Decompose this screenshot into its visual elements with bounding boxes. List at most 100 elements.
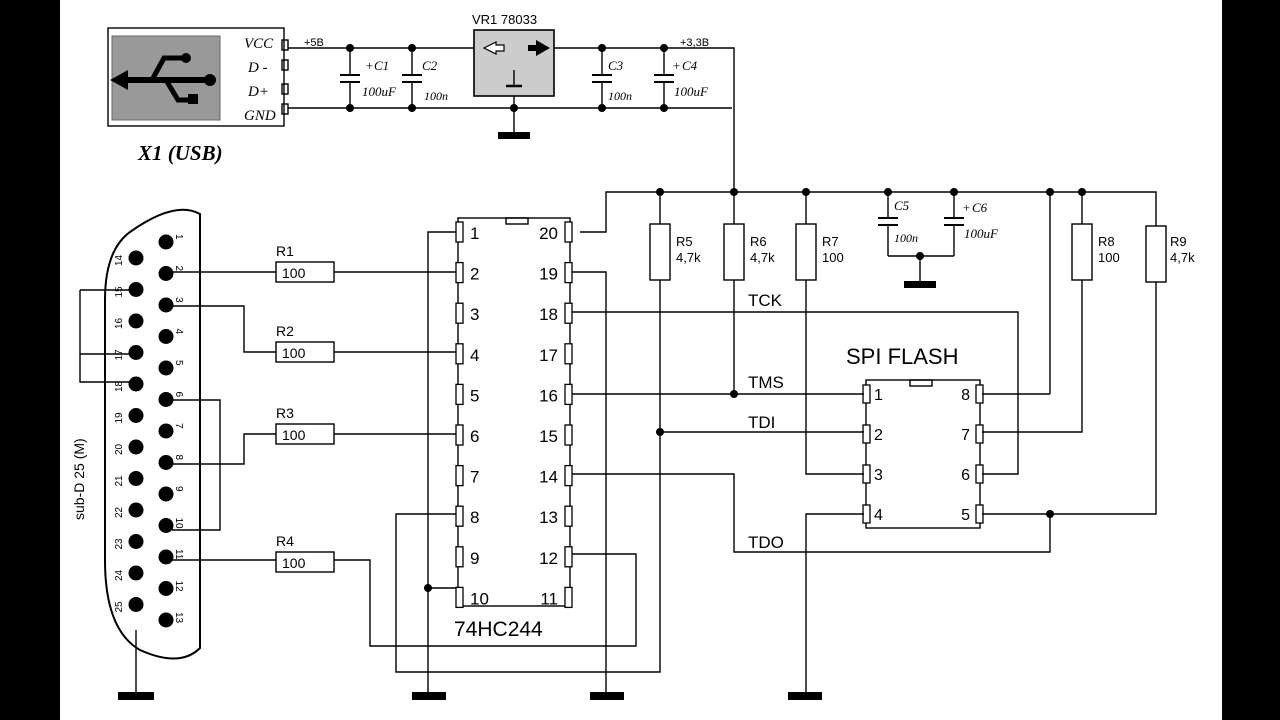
- subd-pin-label-12: 12: [173, 581, 184, 593]
- buffer-pin-2: 2: [470, 265, 479, 284]
- subd-pin-14: [128, 250, 144, 266]
- subd-pin-label-16: 16: [114, 317, 125, 329]
- subd-pin-21: [128, 471, 144, 486]
- capacitor-c5: [878, 192, 898, 256]
- subd-pin-15: [128, 282, 144, 297]
- subd-pin-label-8: 8: [173, 455, 184, 461]
- r4-value: 100: [282, 555, 306, 571]
- resistor-r6: [723, 223, 745, 281]
- r8-value: 100: [1098, 250, 1120, 265]
- r4-ref: R4: [276, 533, 294, 549]
- subd-pin-23: [128, 534, 144, 549]
- flash-pin-4: 4: [874, 507, 883, 524]
- flash-pin-7: 7: [961, 427, 970, 444]
- flash-pin-2: 2: [874, 427, 883, 444]
- buffer-pin-13: 13: [539, 508, 558, 527]
- c6-value: 100uF: [964, 226, 999, 241]
- svg-text:+: +: [962, 200, 971, 215]
- subd-pin-4: [158, 329, 174, 344]
- subd-pin-12: [158, 581, 174, 596]
- subd-pin-label-9: 9: [173, 486, 184, 492]
- subd-pin-label-24: 24: [114, 569, 125, 581]
- resistor-r5: [649, 223, 671, 281]
- subd-pin-label-23: 23: [114, 538, 125, 550]
- flash-pin-5: 5: [961, 507, 970, 524]
- buffer-pin-19: 19: [539, 265, 558, 284]
- subd-pin-22: [128, 502, 144, 518]
- ground-symbol-icon: [412, 692, 446, 700]
- subd-pin-11: [158, 549, 174, 565]
- resistor-r8: [1071, 223, 1093, 281]
- subd-pin-9: [158, 486, 174, 502]
- r1-ref: R1: [276, 243, 294, 259]
- subd-pin-13: [158, 612, 174, 628]
- subd-pin-label-18: 18: [114, 380, 125, 392]
- capacitor-c2: [402, 48, 422, 108]
- c2-ref: C2: [422, 58, 438, 73]
- r7-value: 100: [822, 250, 844, 265]
- buffer-pin-5: 5: [470, 386, 479, 405]
- r9-value: 4,7k: [1170, 250, 1195, 265]
- capacitor-c1: +: [340, 48, 374, 108]
- subd-pin-label-19: 19: [114, 412, 125, 424]
- c1-value: 100uF: [362, 84, 397, 99]
- usb-symbol-icon: [110, 53, 216, 104]
- subd-pin-label-7: 7: [173, 423, 184, 429]
- buffer-pin-3: 3: [470, 305, 479, 324]
- ground-symbol-icon: [788, 692, 822, 700]
- subd-pin-20: [128, 439, 144, 455]
- svg-text:+: +: [672, 58, 681, 73]
- c5-value: 100n: [894, 231, 918, 245]
- wiring: [79, 231, 1157, 700]
- flash-pin-1: 1: [874, 387, 883, 404]
- buffer-pin-1: 1: [470, 224, 479, 243]
- usb-pin-vcc: VCC: [244, 36, 274, 52]
- subd-pin-7: [158, 423, 174, 439]
- subd-pin-label-21: 21: [114, 475, 125, 487]
- subd-pin-24: [128, 565, 144, 581]
- subd-pin-17: [128, 345, 144, 360]
- usb-pin-gnd: GND: [244, 108, 276, 124]
- subd-pin-label-17: 17: [114, 349, 125, 361]
- subd-pin-label-20: 20: [114, 443, 125, 455]
- buffer-pin-7: 7: [470, 468, 479, 487]
- subd-pin-10: [158, 518, 174, 533]
- signal-tck: TCK: [748, 291, 783, 310]
- buffer-pin-6: 6: [470, 427, 479, 446]
- c1-ref: C1: [374, 58, 389, 73]
- r5-value: 4,7k: [676, 250, 701, 265]
- subd-pin-label-1: 1: [173, 234, 184, 240]
- buffer-pin-14: 14: [539, 468, 558, 487]
- svg-text:+: +: [365, 58, 374, 73]
- capacitor-c4: +: [654, 48, 681, 108]
- usb-pin-dminus: D -: [247, 60, 268, 76]
- resistor-r7: [795, 223, 817, 281]
- subd-pin-label-10: 10: [173, 518, 184, 530]
- ground-symbol-icon: [118, 692, 154, 700]
- r1-value: 100: [282, 265, 306, 281]
- subd-pin-18: [128, 376, 144, 392]
- usb-connector-name: X1 (USB): [137, 141, 223, 165]
- r6-ref: R6: [750, 234, 767, 249]
- subd-pin-label-4: 4: [173, 329, 184, 335]
- buffer-pin-16: 16: [539, 386, 558, 405]
- subd-pin-19: [128, 408, 144, 423]
- buffer-pin-17: 17: [539, 346, 558, 365]
- subd-pin-2: [158, 266, 174, 281]
- subd-pin-3: [158, 297, 174, 313]
- c5-ref: C5: [894, 198, 910, 213]
- subd-pin-label-6: 6: [173, 392, 184, 398]
- regulator-output-arrow-icon: [528, 40, 550, 56]
- subd-pin-16: [128, 313, 144, 329]
- buffer-pin-18: 18: [539, 305, 558, 324]
- r6-value: 4,7k: [750, 250, 775, 265]
- rail-5v-label: +5B: [304, 37, 324, 49]
- resistor-r9: [1145, 225, 1167, 283]
- buffer-name: 74HC244: [454, 618, 543, 641]
- subd-pin-label-13: 13: [173, 612, 184, 624]
- subd-pin-label-25: 25: [114, 601, 125, 613]
- subd-pin-1: [158, 234, 174, 250]
- flash-pin-3: 3: [874, 467, 883, 484]
- signal-tdi: TDI: [748, 413, 775, 432]
